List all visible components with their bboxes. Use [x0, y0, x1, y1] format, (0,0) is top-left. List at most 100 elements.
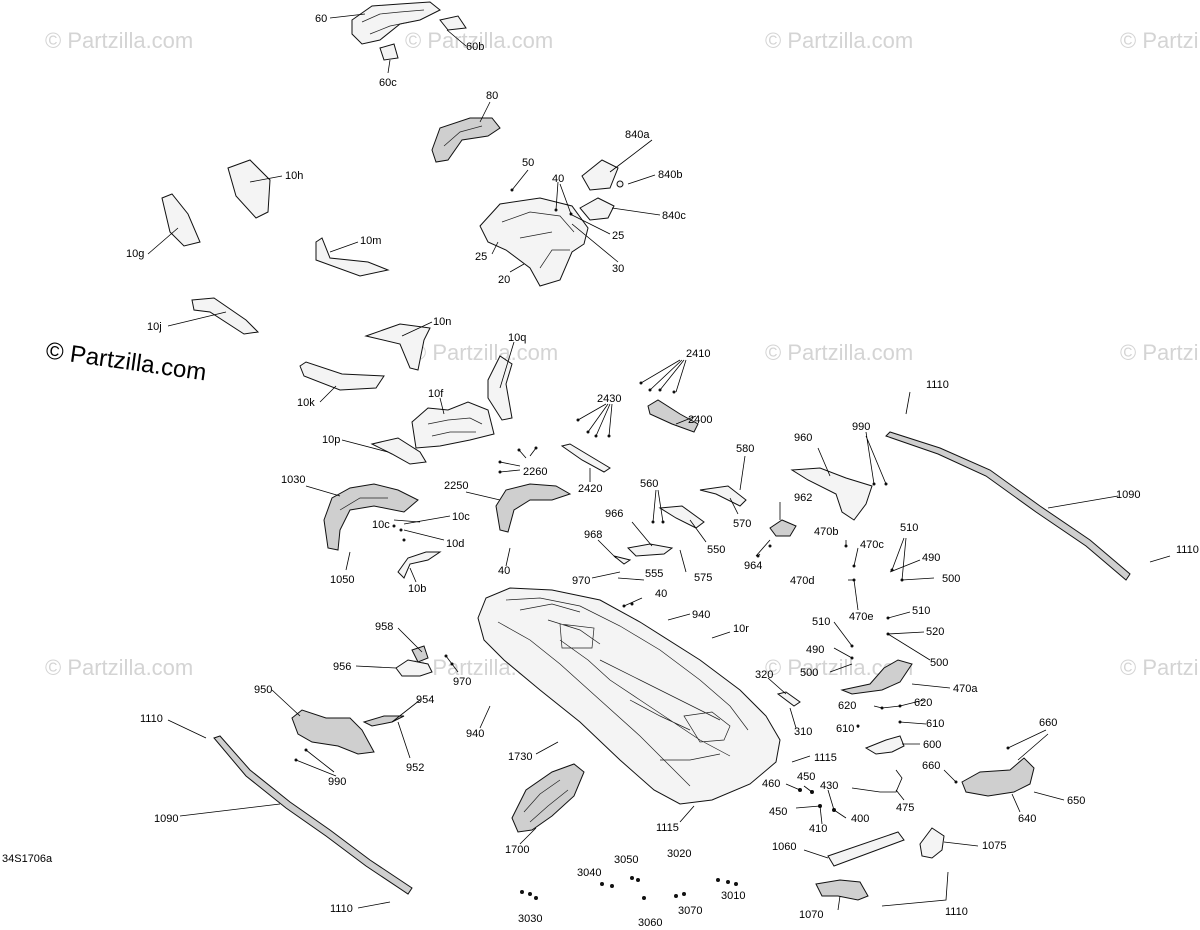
watermark-text: © Partzilla.com: [765, 28, 913, 53]
callout-label: 968: [584, 529, 602, 541]
part-2250-panel: [495, 483, 572, 533]
callout-label: 960: [794, 432, 812, 444]
callout-label: 954: [416, 694, 434, 706]
callout-label: 3060: [638, 917, 662, 929]
callout-label: 958: [375, 621, 393, 633]
callout-label: 1030: [281, 474, 305, 486]
diagram-code: 34S1706a: [2, 853, 53, 865]
part-1030-panel: [323, 483, 419, 551]
callout-label: 30: [612, 263, 624, 275]
callout-label: 1070: [799, 909, 823, 921]
part-1070-cap: [815, 879, 869, 901]
callout-label: 10h: [285, 170, 303, 182]
callout-label: 1115: [656, 822, 679, 834]
callout-label: 2260: [523, 466, 547, 478]
watermark-text: © Partzilla.com: [45, 28, 193, 53]
callout-label: 500: [800, 667, 818, 679]
callout-label: 1115: [814, 752, 837, 764]
callout-label: 580: [736, 443, 754, 455]
part-80-bracket: [431, 117, 501, 163]
watermark-text: © Partzilla.com: [45, 655, 193, 680]
callout-label: 80: [486, 90, 498, 102]
watermark-text: © Partzilla.com: [410, 340, 558, 365]
part-1090-rail-right: [885, 431, 1131, 581]
watermarks: © Partzilla.com © Partzilla.com © Partzi…: [45, 28, 1200, 680]
part-550-strip: [658, 505, 705, 529]
callout-label: 10f: [428, 388, 444, 400]
callout-label: 320: [755, 669, 773, 681]
callout-label: 1110: [945, 906, 968, 918]
callout-label: 450: [797, 771, 815, 783]
callout-label: 460: [762, 778, 780, 790]
callout-label: 570: [733, 518, 751, 530]
callout-label: 970: [572, 575, 590, 587]
callout-label: 510: [912, 605, 930, 617]
part-60c-tab: [379, 43, 399, 61]
part-1700-mat: [511, 763, 585, 833]
part-10b-decal: [397, 551, 442, 579]
part-968-strip: [613, 555, 632, 565]
part-962-cover: [769, 519, 797, 537]
brand-watermark: © Partzilla.com: [44, 337, 208, 386]
callout-label: 470e: [849, 611, 873, 623]
callout-label: 10m: [360, 235, 381, 247]
watermark-text: © Partzilla.com: [1120, 340, 1200, 365]
watermark-text: © Partzilla.com: [405, 28, 553, 53]
callout-label: 660: [922, 760, 940, 772]
callout-label: 1075: [982, 840, 1006, 852]
callout-label: 520: [926, 626, 944, 638]
callout-label: 950: [254, 684, 272, 696]
callout-label: 1090: [154, 813, 178, 825]
callout-label: 470c: [860, 539, 884, 551]
part-475-cable: [851, 769, 903, 793]
part-shapes: [161, 1, 1131, 901]
callout-label: 610: [926, 718, 944, 730]
callout-label: 840b: [658, 169, 682, 181]
callout-label: 575: [694, 572, 712, 584]
part-840b-clip: [616, 180, 624, 188]
callout-label: 510: [900, 522, 918, 534]
watermark-text: © Partzilla.com: [765, 340, 913, 365]
callout-label: 10p: [322, 434, 340, 446]
part-10h-decal: [227, 159, 271, 219]
callout-label: 940: [466, 728, 484, 740]
callout-label: 3050: [614, 854, 638, 866]
callout-label: 20: [498, 274, 510, 286]
callout-label: 560: [640, 478, 658, 490]
callout-label: 450: [769, 806, 787, 818]
callout-label: 550: [707, 544, 725, 556]
callout-label: 3040: [577, 867, 601, 879]
part-1060-strip: [827, 831, 905, 867]
callout-label: 2430: [597, 393, 621, 405]
callout-label: 40: [498, 565, 510, 577]
callout-label: 500: [942, 573, 960, 585]
watermark-text: © Partzilla.com: [1120, 655, 1200, 680]
callout-label: 620: [914, 697, 932, 709]
callout-label: 600: [923, 739, 941, 751]
callout-label: 470d: [790, 575, 814, 587]
callout-label: 3030: [518, 913, 542, 925]
callout-label: 2400: [688, 414, 712, 426]
callout-label: 10r: [733, 623, 749, 635]
callout-label: 964: [744, 560, 762, 572]
callout-label: 470b: [814, 526, 838, 538]
callout-label: 1110: [140, 713, 163, 725]
callout-label: 10c: [452, 511, 470, 523]
part-10f-decal: [411, 401, 495, 449]
part-958-tab: [411, 645, 429, 663]
leader-lines: [147, 13, 1171, 911]
callout-label: 10b: [408, 583, 426, 595]
callout-label: 1050: [330, 574, 354, 586]
part-840a: [581, 159, 619, 191]
part-2420-strip: [560, 443, 611, 473]
part-320-strip: [776, 691, 801, 707]
part-10n-decal: [364, 323, 431, 371]
part-1090-rail-left: [213, 735, 413, 895]
part-570-strip: [699, 485, 747, 507]
callout-label: 3070: [678, 905, 702, 917]
callout-label: 10g: [126, 248, 144, 260]
callout-label: 555: [645, 568, 663, 580]
callout-label: 2250: [444, 480, 468, 492]
part-966-strip: [626, 543, 674, 557]
callout-label: 1090: [1116, 489, 1140, 501]
